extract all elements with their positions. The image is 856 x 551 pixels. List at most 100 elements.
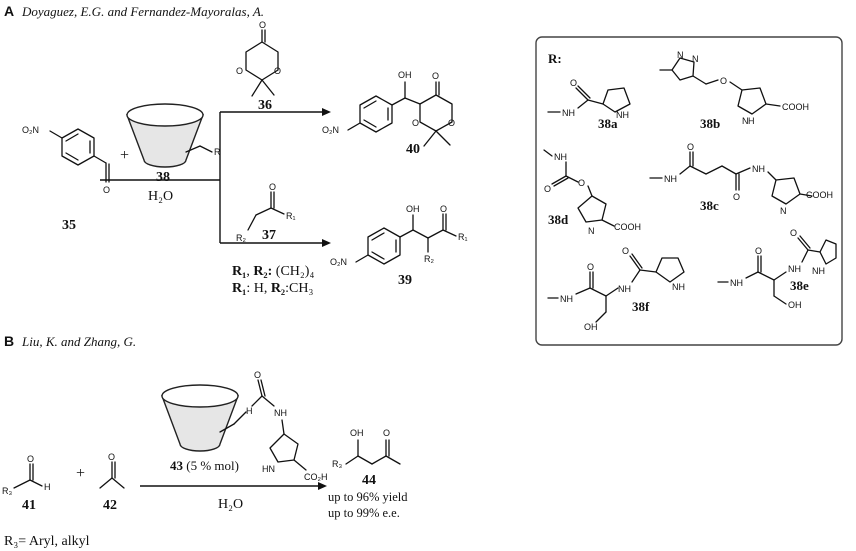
compound-43-nh1: H	[246, 406, 253, 416]
section-a-label: A	[4, 3, 14, 19]
r-38e-nh1: NH	[730, 278, 743, 288]
r-38f-o2: O	[622, 246, 629, 256]
r-38f-label: 38f	[632, 299, 650, 314]
compound-41-label: 41	[22, 498, 36, 513]
arrow-a-upper-head	[322, 108, 331, 116]
r-38f-oh: OH	[584, 322, 598, 332]
compound-37-o: O	[269, 182, 276, 192]
r-38e-o2: O	[790, 228, 797, 238]
section-b-label: B	[4, 333, 14, 349]
compound-37-r1: R₁	[286, 211, 296, 221]
r-38c-structure: NH O O NH N COOH	[649, 142, 833, 216]
section-b-authors: Liu, K. and Zhang, G.	[21, 334, 136, 349]
compound-36-label: 36	[258, 98, 272, 113]
compound-39-o: O	[440, 204, 447, 214]
compound-40-keto-o: O	[432, 71, 439, 81]
compound-44-r3: R₃	[332, 459, 342, 469]
r-38d-nh: NH	[554, 152, 567, 162]
compound-39-r2: R₂	[424, 254, 434, 264]
water-b: H₂O	[218, 497, 243, 512]
compound-36-keto-o: O	[259, 20, 266, 30]
compound-37-r2: R₂	[236, 233, 246, 243]
compound-39-nitro: O₂N	[330, 257, 347, 267]
arrow-b-head	[318, 482, 327, 490]
r-38e-nh2: NH	[788, 264, 801, 274]
plus-b: +	[76, 465, 85, 482]
compound-40-nitro: O₂N	[322, 125, 339, 135]
cyclodextrin-43-icon: H O NH HN CO₂H	[160, 370, 328, 482]
ee-note: up to 99% e.e.	[328, 506, 400, 520]
r-38a-structure: NH O NH	[547, 78, 631, 120]
r-38e-structure: NH O OH NH O NH	[717, 228, 837, 310]
r-38c-ring-n: N	[780, 206, 787, 216]
compound-40-ring-o1: O	[448, 118, 455, 128]
plus-a: +	[120, 147, 129, 164]
r-38a-nh: NH	[562, 108, 575, 118]
compound-36-ring-o2: O	[236, 66, 243, 76]
r-group-box-title: R:	[548, 51, 562, 66]
water-a: H₂O	[148, 189, 173, 204]
r-38e-ring-nh: NH	[812, 266, 825, 276]
r-38b-cooh: COOH	[782, 102, 809, 112]
compound-40-structure: O₂N OH O O O	[322, 70, 455, 147]
r-38f-o1: O	[587, 262, 594, 272]
r-38b-n1: N	[677, 50, 684, 60]
compound-44-o: O	[383, 428, 390, 438]
yield-note: up to 96% yield	[328, 490, 408, 504]
compound-37-structure: O R₁ R₂	[236, 182, 296, 243]
r-38f-nh1: NH	[560, 294, 573, 304]
condition-1: R₁, R₂: (CH₂)₄	[232, 264, 314, 279]
compound-35-aldehyde-o: O	[103, 185, 110, 195]
compound-41-r3: R₃	[2, 486, 12, 496]
compound-39-label: 39	[398, 273, 412, 288]
compound-39-structure: O₂N OH R₂ O R₁	[330, 204, 468, 267]
compound-42-label: 42	[103, 498, 117, 513]
r-38b-structure: N N O H N COOH	[659, 50, 809, 126]
compound-35-structure: O₂N O	[22, 125, 110, 195]
compound-44-structure: R₃ OH O	[332, 428, 401, 469]
section-b: B Liu, K. and Zhang, G. H O NH HN CO₂H 4…	[2, 333, 408, 549]
r-38e-label: 38e	[790, 278, 809, 293]
compound-43-co2h: CO₂H	[304, 472, 328, 482]
r-38b-nh: H	[748, 116, 755, 126]
compound-41-structure: O H R₃	[2, 454, 51, 496]
compound-44-oh: OH	[350, 428, 364, 438]
compound-38-label: 38	[156, 170, 170, 185]
compound-36-ring-o1: O	[274, 66, 281, 76]
compound-42-structure: O	[99, 452, 125, 489]
compound-36-structure: O O O	[236, 20, 281, 97]
compound-35-nitro: O₂N	[22, 125, 39, 135]
r-38a-label: 38a	[598, 116, 618, 131]
compound-43-o: O	[254, 370, 261, 380]
section-a: A Doyaguez, E.G. and Fernandez-Mayoralas…	[4, 3, 468, 296]
r-38f-structure: NH O OH NH O NH	[547, 246, 685, 332]
compound-41-h: H	[44, 482, 51, 492]
r-group-box: R: NH O NH 38a N N O H N	[535, 36, 843, 346]
r-38d-o2: O	[578, 178, 585, 188]
compound-39-r1: R₁	[458, 232, 468, 242]
r-38c-o2: O	[733, 192, 740, 202]
compound-35-label: 35	[62, 218, 76, 233]
compound-43-nh2: NH	[274, 408, 287, 418]
compound-44-label: 44	[362, 473, 376, 488]
r-38b-n2: N	[692, 54, 699, 64]
r-38b-n: N	[742, 116, 749, 126]
r-38d-structure: NH O O N COOH	[543, 149, 641, 236]
r-38b-label: 38b	[700, 116, 720, 131]
r-38d-o1: O	[544, 184, 551, 194]
r-38a-o: O	[570, 78, 577, 88]
compound-42-o: O	[108, 452, 115, 462]
r-38c-nh: NH	[664, 174, 677, 184]
compound-40-ring-o2: O	[412, 118, 419, 128]
r-38c-label: 38c	[700, 198, 719, 213]
r-38f-nh2: NH	[618, 284, 631, 294]
r-38a-ring-nh: NH	[616, 110, 629, 120]
compound-37-label: 37	[262, 228, 276, 243]
r-38d-label: 38d	[548, 212, 569, 227]
r-38c-o1: O	[687, 142, 694, 152]
r-38c-nh2: NH	[752, 164, 765, 174]
compound-41-o: O	[27, 454, 34, 464]
compound-43-label: 43 (5 % mol)	[170, 458, 239, 473]
cyclodextrin-38-icon: R	[125, 103, 221, 168]
